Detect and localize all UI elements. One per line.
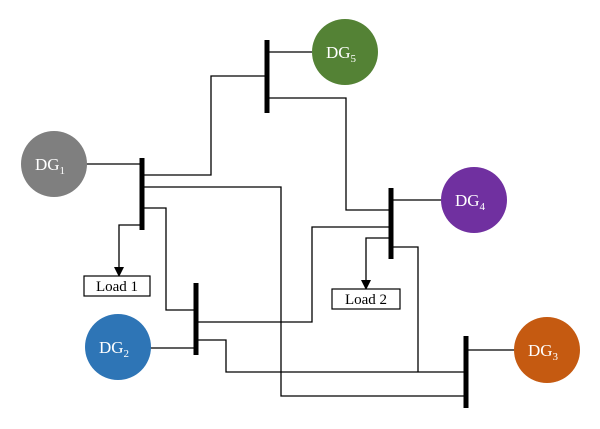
line-bus2-bus4 bbox=[196, 226, 391, 323]
load-1-label: Load 1 bbox=[96, 279, 138, 295]
load-2-label: Load 2 bbox=[345, 292, 387, 308]
line-bus4-bus3 bbox=[391, 246, 419, 372]
load-1: Load 1 bbox=[83, 275, 151, 297]
generator-dg2: DG2 bbox=[85, 314, 151, 380]
load-1-box bbox=[83, 275, 151, 297]
dg4-circle bbox=[441, 167, 507, 233]
line-bus1-load1 bbox=[114, 224, 142, 277]
dg1-circle bbox=[21, 131, 87, 197]
load-2: Load 2 bbox=[331, 288, 401, 310]
line-bus1-bus3 bbox=[142, 186, 466, 397]
dg1-label: DG1 bbox=[35, 155, 65, 177]
line-bus4-load2 bbox=[361, 237, 391, 290]
dg2-circle bbox=[85, 314, 151, 380]
generator-dg4: DG4 bbox=[441, 167, 507, 233]
generator-dg3: DG3 bbox=[514, 317, 580, 383]
generator-dg5: DG5 bbox=[312, 19, 378, 85]
dg4-label: DG4 bbox=[455, 191, 486, 213]
dg5-circle bbox=[312, 19, 378, 85]
line-bus1-bus2 bbox=[142, 207, 196, 311]
buses bbox=[139, 40, 469, 408]
dg3-circle bbox=[514, 317, 580, 383]
dg3-label: DG3 bbox=[528, 341, 559, 363]
line-bus5-bus4 bbox=[267, 97, 391, 211]
dg5-label: DG5 bbox=[326, 43, 357, 65]
line-bus2-bus3 bbox=[196, 339, 466, 373]
connection-lines bbox=[86, 51, 515, 397]
line-bus1-bus5 bbox=[142, 75, 267, 176]
dg2-label: DG2 bbox=[99, 338, 129, 360]
generator-dg1: DG1 bbox=[21, 131, 87, 197]
load-2-box bbox=[331, 288, 401, 310]
